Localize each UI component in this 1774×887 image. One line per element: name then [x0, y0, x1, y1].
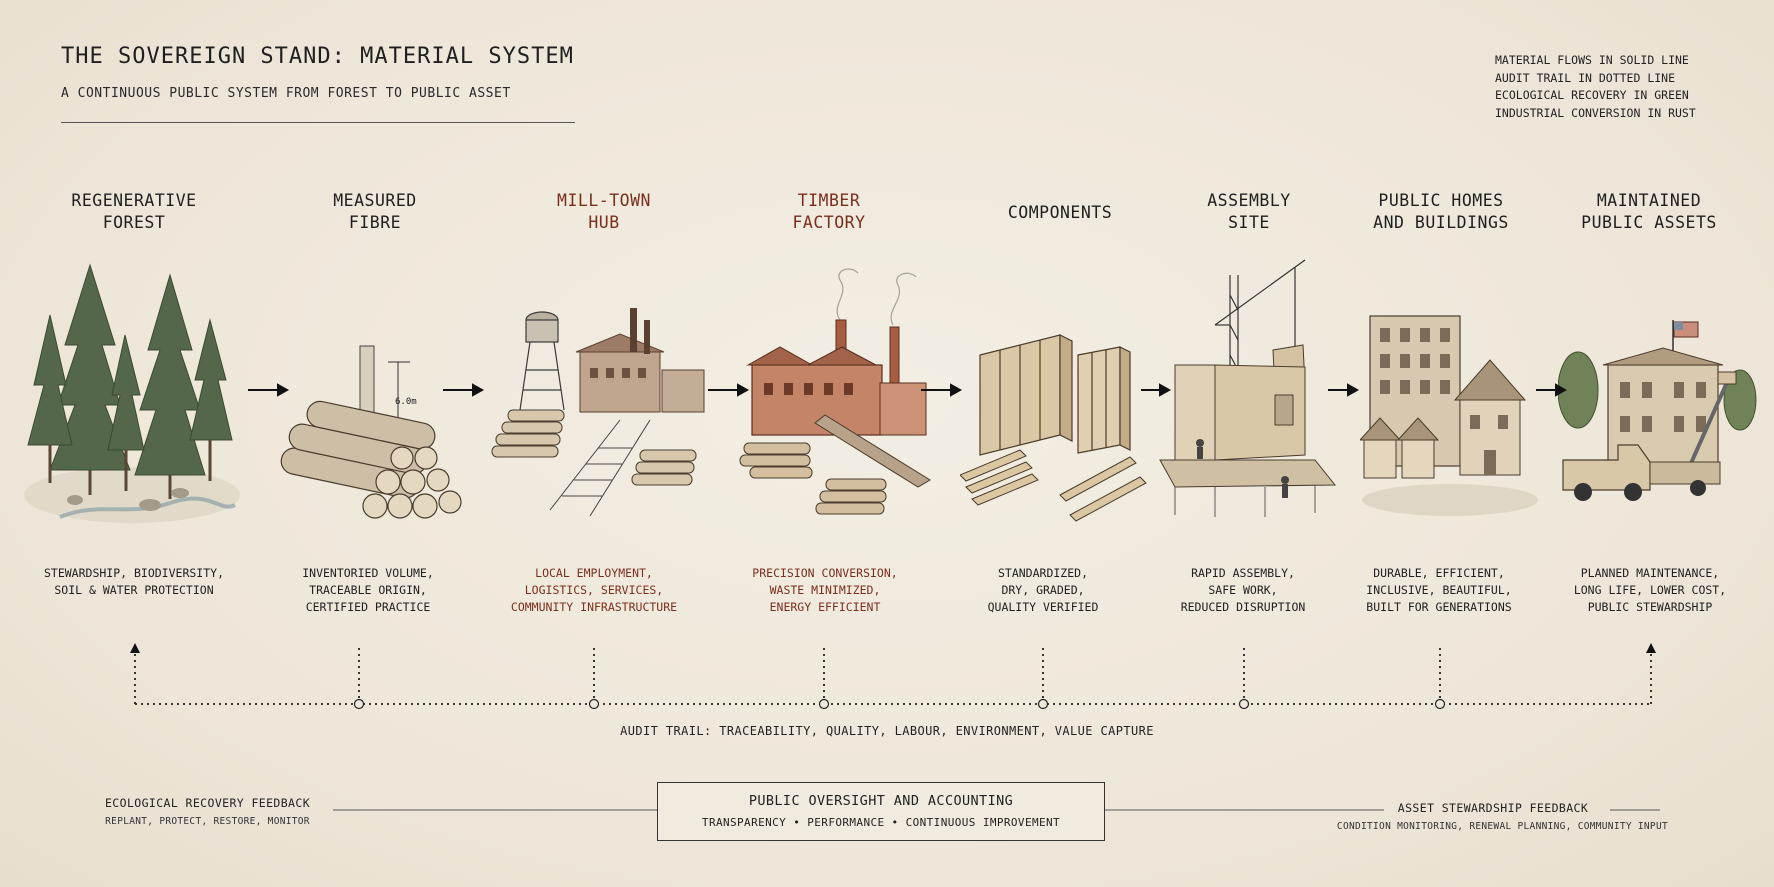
material-flow-arrows: [248, 383, 1568, 397]
legend-item: INDUSTRIAL CONVERSION IN RUST: [1495, 105, 1696, 120]
stage-desc-measured-fibre: INVENTORIED VOLUME,TRACEABLE ORIGIN,CERT…: [302, 566, 434, 614]
legend-item: MATERIAL FLOWS IN SOLID LINE: [1495, 53, 1689, 67]
legend-item: AUDIT TRAIL IN DOTTED LINE: [1495, 70, 1676, 85]
timber-panels-icon: [960, 334, 1147, 522]
stage-desc-assembly-site: RAPID ASSEMBLY,SAFE WORK,REDUCED DISRUPT…: [1180, 566, 1306, 614]
stage-desc-public-homes: DURABLE, EFFICIENT,INCLUSIVE, BEAUTIFUL,…: [1366, 566, 1512, 614]
stage-desc-timber-factory: PRECISION CONVERSION,WASTE MINIMIZED,ENE…: [752, 566, 898, 614]
legend-item: ECOLOGICAL RECOVERY IN GREEN: [1495, 88, 1689, 102]
buildings-icon: [1360, 315, 1538, 516]
stage-title-components: COMPONENTS: [1007, 203, 1113, 222]
stage-desc-components: STANDARDIZED,DRY, GRADED,QUALITY VERIFIE…: [987, 566, 1099, 614]
public-building-icon: [1558, 320, 1757, 501]
title-divider: [61, 122, 575, 123]
crane-icon: [1159, 259, 1337, 517]
forest-icon: [24, 263, 240, 523]
stage-desc-mill-town-hub: LOCAL EMPLOYMENT,LOGISTICS, SERVICES,COM…: [510, 566, 678, 614]
asset-stewardship-feedback: ASSET STEWARDSHIP FEEDBACK CONDITION MON…: [1318, 801, 1668, 832]
legend: MATERIAL FLOWS IN SOLID LINE AUDIT TRAIL…: [1495, 52, 1696, 122]
ecological-feedback: ECOLOGICAL RECOVERY FEEDBACK REPLANT, PR…: [90, 796, 325, 827]
audit-trail-label: AUDIT TRAIL: TRACEABILITY, QUALITY, LABO…: [620, 724, 1154, 738]
mill-town-icon: [491, 308, 705, 517]
oversight-sub: TRANSPARENCY • PERFORMANCE • CONTINUOUS …: [701, 816, 1061, 829]
log-pile-icon: 6.0m: [280, 345, 462, 519]
page-subtitle: A CONTINUOUS PUBLIC SYSTEM FROM FOREST T…: [61, 86, 511, 101]
asset-feedback-sub: CONDITION MONITORING, RENEWAL PLANNING, …: [1336, 821, 1668, 832]
factory-icon: [739, 268, 931, 515]
oversight-title: PUBLIC OVERSIGHT AND ACCOUNTING: [748, 793, 1014, 809]
stage-desc-maintained-assets: PLANNED MAINTENANCE,LONG LIFE, LOWER COS…: [1573, 566, 1727, 614]
asset-feedback-title: ASSET STEWARDSHIP FEEDBACK: [1397, 801, 1589, 815]
public-oversight-box: PUBLIC OVERSIGHT AND ACCOUNTING TRANSPAR…: [657, 782, 1105, 841]
ecological-feedback-title: ECOLOGICAL RECOVERY FEEDBACK: [104, 796, 311, 810]
audit-checkpoints: [353, 698, 1446, 710]
audit-trail-line: [134, 645, 1652, 705]
page-title: THE SOVEREIGN STAND: MATERIAL SYSTEM: [61, 44, 574, 69]
measure-label: 6.0m: [395, 397, 417, 407]
stage-desc-regenerative-forest: STEWARDSHIP, BIODIVERSITY,SOIL & WATER P…: [43, 566, 224, 597]
ecological-feedback-sub: REPLANT, PROTECT, RESTORE, MONITOR: [105, 816, 310, 827]
